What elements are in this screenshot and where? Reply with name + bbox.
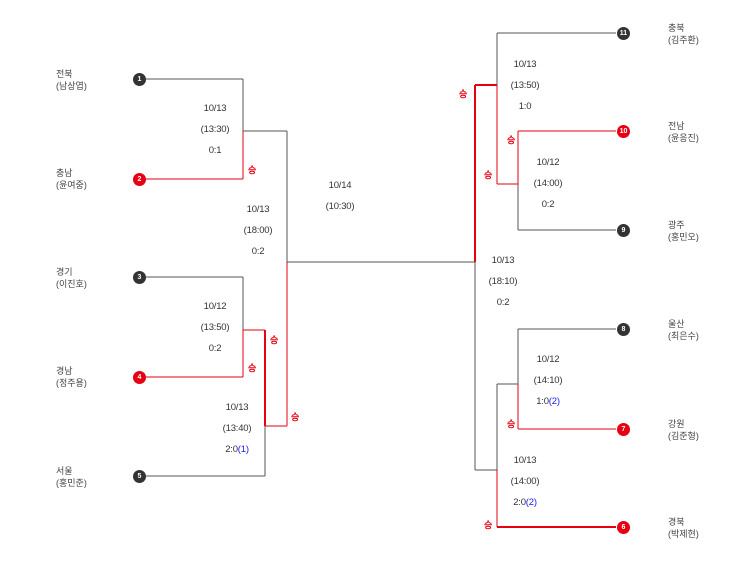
match-date: 10/14 bbox=[328, 180, 352, 191]
pk-score: (2) bbox=[525, 497, 537, 508]
pk-score: (1) bbox=[237, 444, 249, 455]
match-time: (18:10) bbox=[488, 276, 518, 287]
match-time: (10:30) bbox=[325, 201, 355, 212]
match-time: (14:00) bbox=[510, 476, 540, 487]
team-label: 충북 (김주환) bbox=[668, 22, 699, 46]
team-label: 울산 (최은수) bbox=[668, 318, 699, 342]
team-player: (정주용) bbox=[56, 378, 87, 388]
match-info: 10/12 (14:10) 1:0(2) bbox=[523, 349, 573, 412]
match-score: 0:2 bbox=[251, 246, 265, 257]
match-date: 10/13 bbox=[491, 255, 515, 266]
match-date: 10/13 bbox=[246, 204, 270, 215]
match-info: 10/12 (13:50) 0:2 bbox=[190, 296, 240, 359]
team-player: (김주환) bbox=[668, 35, 699, 45]
match-date: 10/12 bbox=[203, 301, 227, 312]
seed-badge: 1 bbox=[133, 73, 146, 86]
win-marker: 승 bbox=[459, 89, 468, 99]
win-marker: 승 bbox=[507, 135, 516, 145]
team-region: 광주 bbox=[668, 220, 685, 230]
match-score: 2:0(2) bbox=[513, 497, 537, 508]
seed-badge: 7 bbox=[617, 423, 630, 436]
team-region: 서울 bbox=[56, 466, 73, 476]
match-info: 10/13 (13:40) 2:0(1) bbox=[212, 397, 262, 460]
team-label: 전북 (남상엽) bbox=[56, 68, 87, 92]
match-date: 10/13 bbox=[225, 402, 249, 413]
match-score: 1:0(2) bbox=[536, 396, 560, 407]
win-marker: 승 bbox=[484, 520, 493, 530]
team-label: 서울 (홍민준) bbox=[56, 465, 87, 489]
match-score: 0:2 bbox=[208, 343, 222, 354]
match-time: (13:50) bbox=[510, 80, 540, 91]
team-region: 전북 bbox=[56, 69, 73, 79]
win-marker: 승 bbox=[248, 363, 257, 373]
team-region: 경남 bbox=[56, 366, 73, 376]
seed-badge: 6 bbox=[617, 521, 630, 534]
team-region: 경북 bbox=[668, 517, 685, 527]
seed-badge: 10 bbox=[617, 125, 630, 138]
team-label: 광주 (홍민오) bbox=[668, 219, 699, 243]
win-marker: 승 bbox=[270, 335, 279, 345]
match-info: 10/12 (14:00) 0:2 bbox=[523, 152, 573, 215]
match-score: 0:2 bbox=[541, 199, 555, 210]
team-region: 경기 bbox=[56, 267, 73, 277]
team-player: (김준형) bbox=[668, 431, 699, 441]
team-player: (홍민오) bbox=[668, 232, 699, 242]
team-player: (홍민준) bbox=[56, 478, 87, 488]
team-label: 전남 (윤응진) bbox=[668, 120, 699, 144]
seed-badge: 5 bbox=[133, 470, 146, 483]
match-time: (14:10) bbox=[533, 375, 563, 386]
win-marker: 승 bbox=[507, 419, 516, 429]
seed-badge: 4 bbox=[133, 371, 146, 384]
match-score: 1:0 bbox=[518, 101, 532, 112]
team-label: 충남 (윤여중) bbox=[56, 167, 87, 191]
team-region: 강원 bbox=[668, 419, 685, 429]
match-info: 10/13 (13:30) 0:1 bbox=[190, 98, 240, 161]
seed-badge: 2 bbox=[133, 173, 146, 186]
team-player: (윤여중) bbox=[56, 180, 87, 190]
team-label: 강원 (김준형) bbox=[668, 418, 699, 442]
match-info: 10/13 (14:00) 2:0(2) bbox=[500, 450, 550, 513]
match-date: 10/13 bbox=[513, 455, 537, 466]
team-region: 충남 bbox=[56, 168, 73, 178]
match-score: 2:0(1) bbox=[225, 444, 249, 455]
match-date: 10/12 bbox=[536, 157, 560, 168]
match-time: (13:30) bbox=[200, 124, 230, 135]
final-match-info: 10/14 (10:30) bbox=[315, 175, 365, 217]
win-marker: 승 bbox=[291, 412, 300, 422]
team-region: 전남 bbox=[668, 121, 685, 131]
team-player: (윤응진) bbox=[668, 133, 699, 143]
seed-badge: 9 bbox=[617, 224, 630, 237]
team-label: 경북 (박제현) bbox=[668, 516, 699, 540]
team-player: (박제현) bbox=[668, 529, 699, 539]
match-time: (14:00) bbox=[533, 178, 563, 189]
match-time: (13:40) bbox=[222, 423, 252, 434]
team-player: (최은수) bbox=[668, 331, 699, 341]
pk-score: (2) bbox=[548, 396, 560, 407]
team-label: 경기 (이진호) bbox=[56, 266, 87, 290]
match-score: 0:1 bbox=[208, 145, 222, 156]
team-player: (남상엽) bbox=[56, 81, 87, 91]
match-date: 10/13 bbox=[513, 59, 537, 70]
team-player: (이진호) bbox=[56, 279, 87, 289]
seed-badge: 8 bbox=[617, 323, 630, 336]
seed-badge: 3 bbox=[133, 271, 146, 284]
seed-badge: 11 bbox=[617, 27, 630, 40]
match-date: 10/12 bbox=[536, 354, 560, 365]
match-info: 10/13 (13:50) 1:0 bbox=[500, 54, 550, 117]
win-marker: 승 bbox=[248, 165, 257, 175]
match-info: 10/13 (18:10) 0:2 bbox=[478, 250, 528, 313]
match-time: (18:00) bbox=[243, 225, 273, 236]
match-info: 10/13 (18:00) 0:2 bbox=[233, 199, 283, 262]
win-marker: 승 bbox=[484, 170, 493, 180]
match-score: 0:2 bbox=[496, 297, 510, 308]
match-time: (13:50) bbox=[200, 322, 230, 333]
team-region: 울산 bbox=[668, 319, 685, 329]
match-date: 10/13 bbox=[203, 103, 227, 114]
team-region: 충북 bbox=[668, 23, 685, 33]
team-label: 경남 (정주용) bbox=[56, 365, 87, 389]
